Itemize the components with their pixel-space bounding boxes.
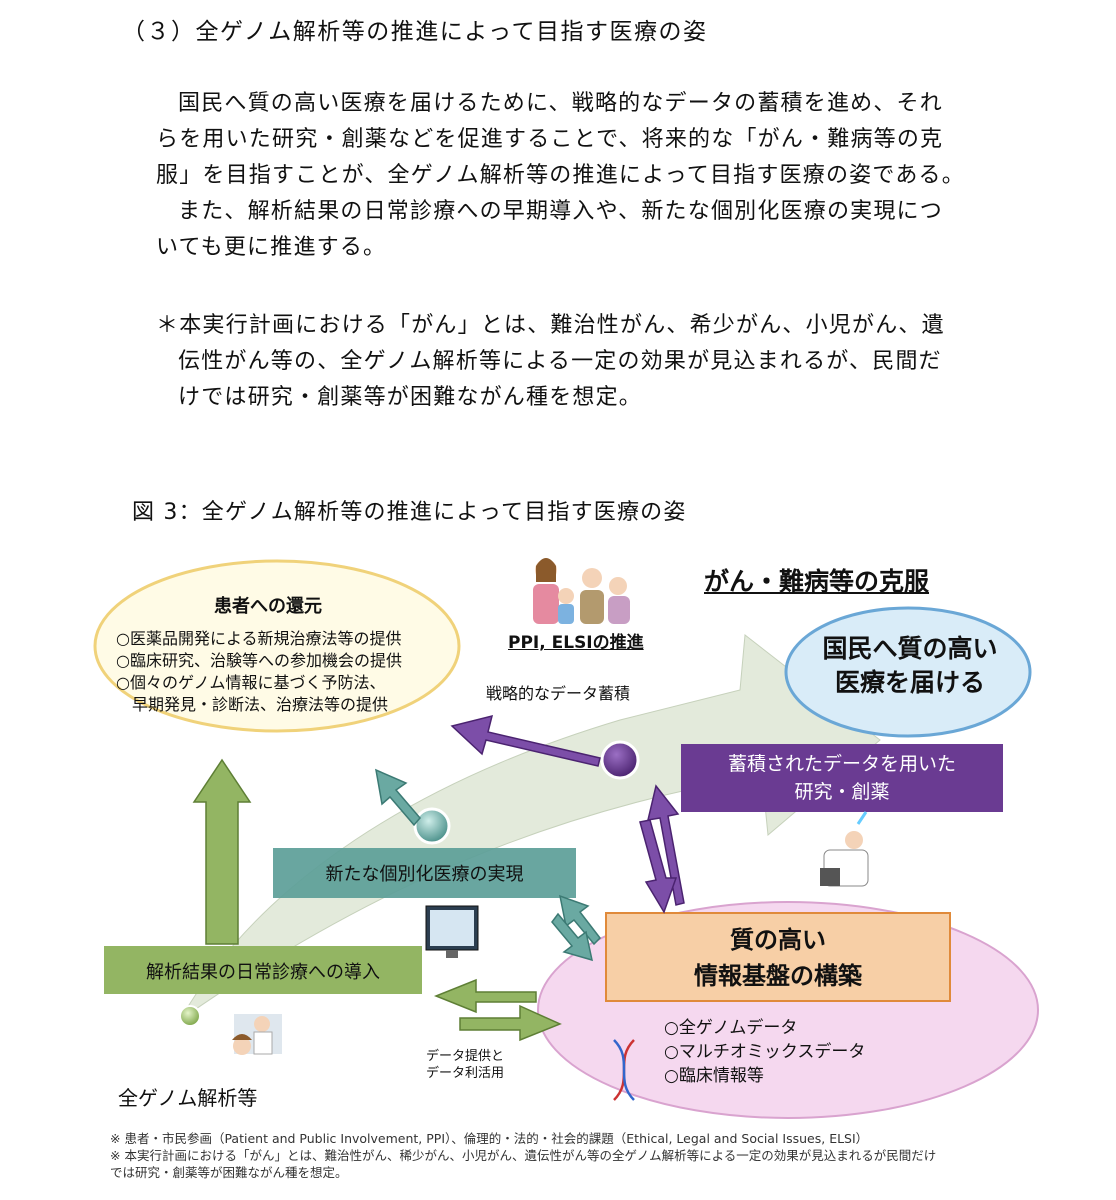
paragraph-2-line: また、解析結果の日常診療への早期導入や、新たな個別化医療の実現につ [178,199,943,224]
figure-diagram: がん・難病等の克服 PPI, ELSIの推進 戦略的なデータ蓄積 患者への還元 … [0,540,1116,1140]
patient-return-item: 早期発見・診断法、治療法等の提供 [116,695,389,714]
goal-text: 国民へ質の高い 医療を届ける [790,632,1030,700]
goal-ellipse [784,606,1032,738]
diagram-graphics [93,558,1039,1119]
family-illustration [533,558,630,624]
origin-label: 全ゲノム解析等 [118,1086,258,1110]
infra-item: ○全ゲノムデータ [664,1018,798,1038]
purple-arrow [450,714,601,767]
teal-node [413,807,451,845]
infra-list: ○全ゲノムデータ ○マルチオミックスデータ ○臨床情報等 [664,1016,865,1088]
note-line: けでは研究・創薬等が困難ながん種を想定。 [178,385,643,410]
paragraph-2-line: いても更に推進する。 [156,235,387,260]
teal-arrow [375,768,421,827]
daily-box: 解析結果の日常診療への導入 [146,962,380,983]
top-goal-label: がん・難病等の克服 [704,567,930,596]
goal-line: 医療を届ける [834,668,985,697]
dna-icon [613,1039,635,1101]
patient-return-ellipse [93,559,461,733]
data-label: データ提供と データ利活用 [426,1048,504,1082]
ppi-label: PPI, ELSIの推進 [508,633,644,653]
personalized-box: 新たな個別化医療の実現 [325,864,524,885]
data-label-line: データ利活用 [426,1066,505,1081]
patient-return-list: ○医薬品開発による新規治療法等の提供 ○臨床研究、治験等への参加機会の提供 ○個… [116,628,402,716]
footnote-line: ※ 本実行計画における「がん」とは、難治性がん、稀少がん、小児がん、遺伝性がん等… [110,1148,937,1163]
infra-title-line: 情報基盤の構築 [694,962,862,990]
paragraph-1-line: 国民へ質の高い医療を届けるために、戦略的なデータの蓄積を進め、それ [178,91,943,116]
note-line: 伝性がん等の、全ゲノム解析等による一定の効果が見込まれるが、民間だ [178,349,942,374]
research-line: 蓄積されたデータを用いた [727,753,956,775]
paragraph-1-line: 服」を目指すことが、全ゲノム解析等の推進によって目指す医療の姿である。 [156,163,965,188]
infra-item: ○マルチオミックスデータ [664,1042,866,1062]
doctor-illustration [232,1014,282,1055]
infra-box-rect [605,912,951,1002]
green-node [179,1005,201,1027]
research-box-rect [681,744,1003,812]
purple-up-arrow [647,784,685,906]
purple-down-arrow [639,819,678,914]
scientist-illustration [820,811,869,887]
goal-line: 国民へ質の高い [822,634,998,663]
teal-up-arrow [559,894,601,946]
teal-down-arrow [551,912,593,962]
research-line: 研究・創薬 [794,781,890,803]
footnote-line: ※ 患者・市民参画（Patient and Public Involvement… [110,1131,869,1146]
section-heading: （３）全ゲノム解析等の推進によって目指す医療の姿 [122,19,708,45]
daily-box-rect [104,946,422,994]
green-left-arrow [433,978,537,1014]
note-line: ＊本実行計画における「がん」とは、難治性がん、希少がん、小児がん、遺 [156,313,945,338]
footnotes: ※ 患者・市民参画（Patient and Public Involvement… [110,1130,936,1181]
strategy-label: 戦略的なデータ蓄積 [486,684,631,703]
figure-title: 図 3：全ゲノム解析等の推進によって目指す医療の姿 [132,500,687,525]
green-right-arrow [459,1004,562,1042]
green-up-arrow [192,758,252,945]
paragraph-2: また、解析結果の日常診療への早期導入や、新たな個別化医療の実現につ いても更に推… [156,194,1056,266]
personalized-box-rect [273,848,576,898]
purple-node [600,740,640,780]
patient-return-item: ○臨床研究、治験等への参加機会の提供 [116,651,402,670]
note-block: ＊本実行計画における「がん」とは、難治性がん、希少がん、小児がん、遺 伝性がん等… [156,308,945,416]
patient-return-item: ○医薬品開発による新規治療法等の提供 [116,629,402,648]
paragraph-1-line: らを用いた研究・創薬などを促進することで、将来的な「がん・難病等の克 [156,127,944,152]
research-box: 蓄積されたデータを用いた 研究・創薬 [681,750,1003,806]
patient-return-item: ○個々のゲノム情報に基づく予防法、 [116,673,386,692]
paragraph-1: 国民へ質の高い医療を届けるために、戦略的なデータの蓄積を進め、それ らを用いた研… [156,86,1056,194]
footnote-line: では研究・創薬等が困難ながん種を想定。 [110,1165,348,1180]
data-label-line: データ提供と [426,1049,505,1064]
patient-return-title: 患者への還元 [214,596,322,617]
infra-item: ○臨床情報等 [664,1066,764,1086]
infra-title: 質の高い 情報基盤の構築 [606,922,950,994]
monitor-illustration [425,905,479,958]
infra-title-line: 質の高い [730,926,826,954]
